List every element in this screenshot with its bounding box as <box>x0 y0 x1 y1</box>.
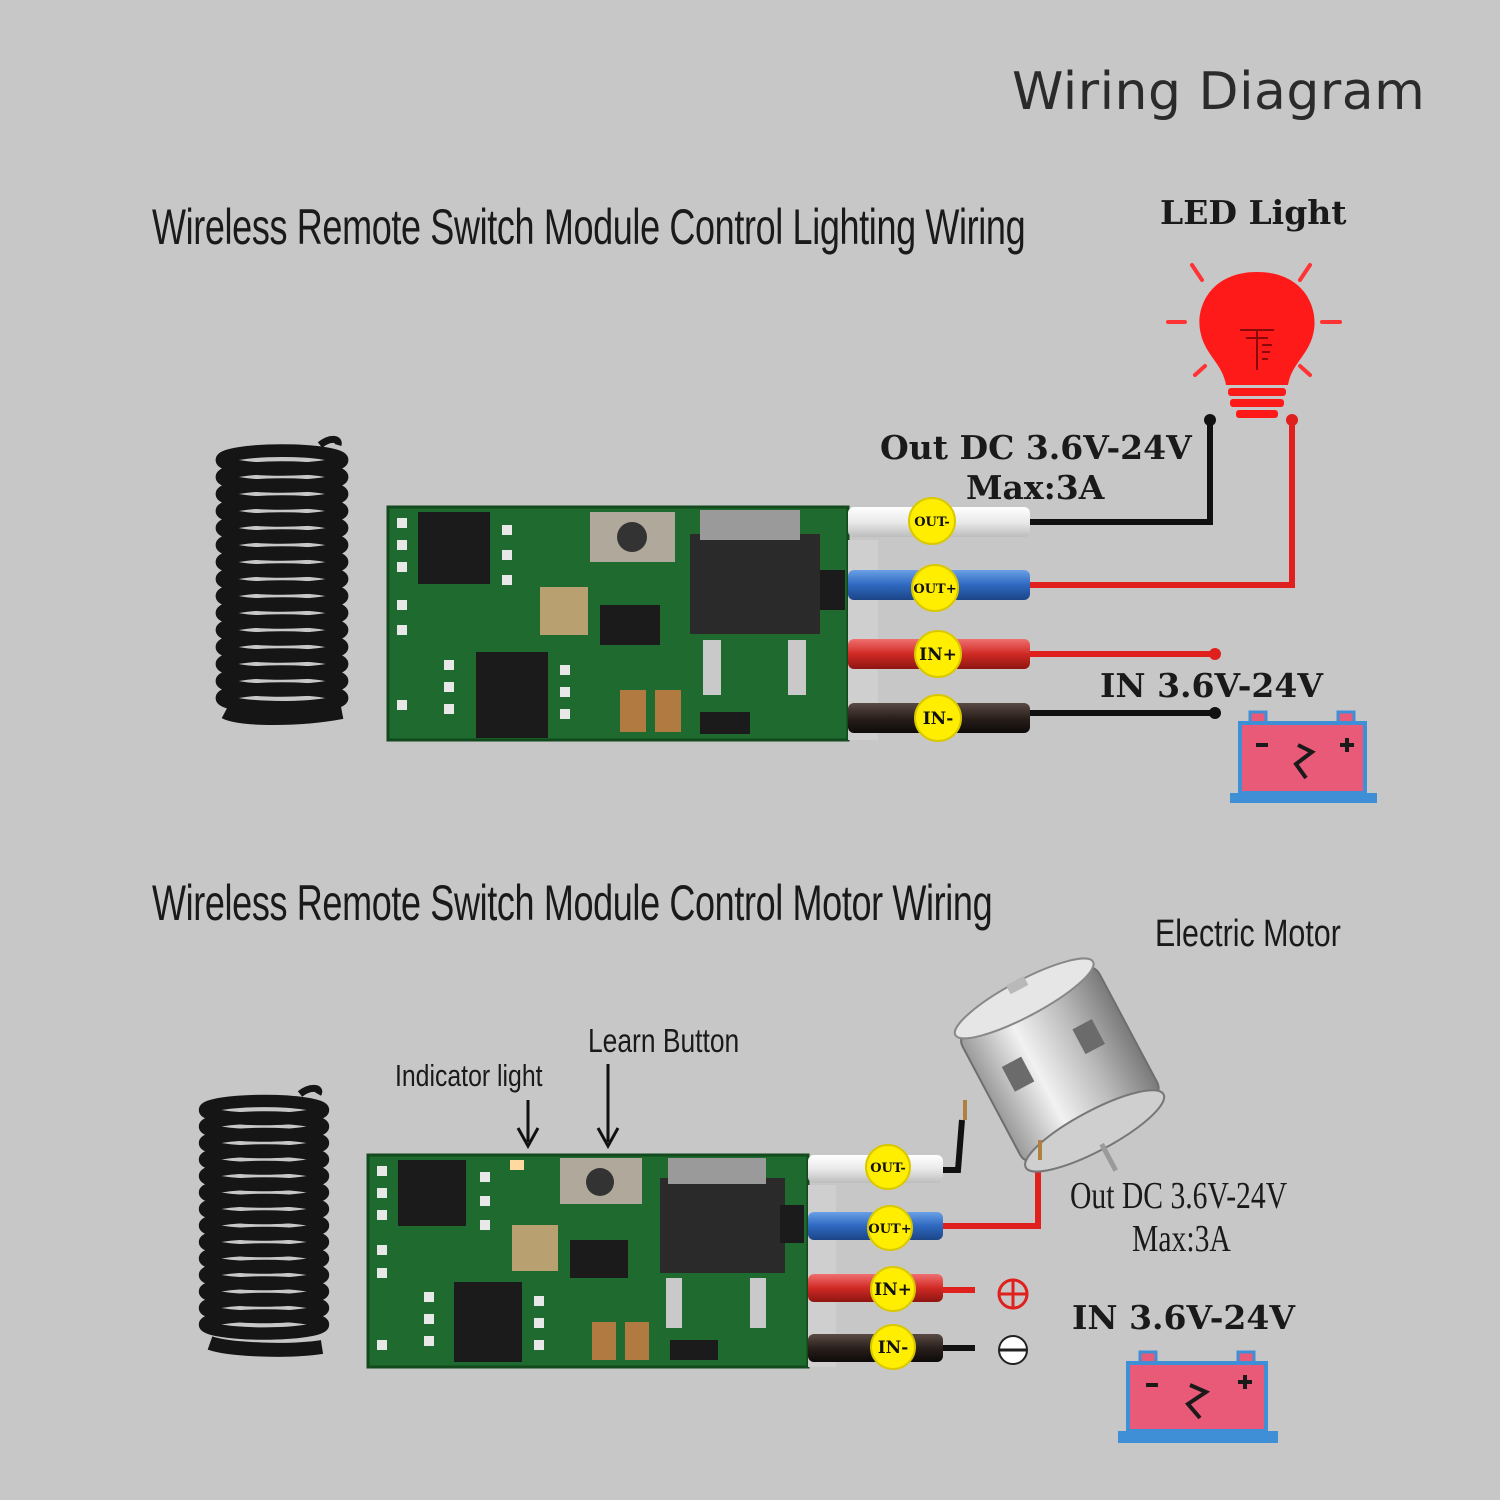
minus-circle-icon <box>998 1335 1028 1365</box>
led-light-label: LED Light <box>1160 193 1347 232</box>
motor-section-title: Wireless Remote Switch Module Control Mo… <box>152 875 993 931</box>
lighting-out-voltage-label: Out DC 3.6V-24V <box>880 428 1192 467</box>
motor-out-current-label: Max:3A <box>1132 1218 1231 1260</box>
motor-in-voltage-label: IN 3.6V-24V <box>1072 1298 1295 1337</box>
lighting-out-current-label: Max:3A <box>966 468 1105 507</box>
arrow-down-icon <box>596 1064 620 1150</box>
electric-motor-label: Electric Motor <box>1155 913 1341 955</box>
pcb-board-top <box>386 505 878 742</box>
plus-circle-icon <box>997 1278 1029 1310</box>
coil-turn <box>198 1309 330 1340</box>
coil-turn <box>215 682 349 714</box>
lighting-section-title: Wireless Remote Switch Module Control Li… <box>152 199 1026 255</box>
pcb-board-bottom <box>366 1153 836 1369</box>
terminal-labels-bottom <box>865 1144 916 1370</box>
led-bulb-icon <box>1166 263 1342 418</box>
terminal-labels-top <box>908 497 962 742</box>
motor-out-voltage-label: Out DC 3.6V-24V <box>1070 1175 1288 1217</box>
learn-button-label: Learn Button <box>588 1022 740 1059</box>
page-title: Wiring Diagram <box>1012 62 1426 122</box>
coil-antenna-icon <box>198 1084 330 1357</box>
lighting-in-voltage-label: IN 3.6V-24V <box>1100 666 1323 705</box>
battery-icon <box>1230 710 1377 803</box>
coil-antenna-icon <box>215 435 349 725</box>
wires-bottom <box>808 1119 1041 1362</box>
motor-icon <box>953 957 1166 1173</box>
battery-icon <box>1118 1350 1278 1443</box>
arrow-down-icon <box>516 1100 540 1150</box>
indicator-light-label: Indicator light <box>395 1058 543 1093</box>
